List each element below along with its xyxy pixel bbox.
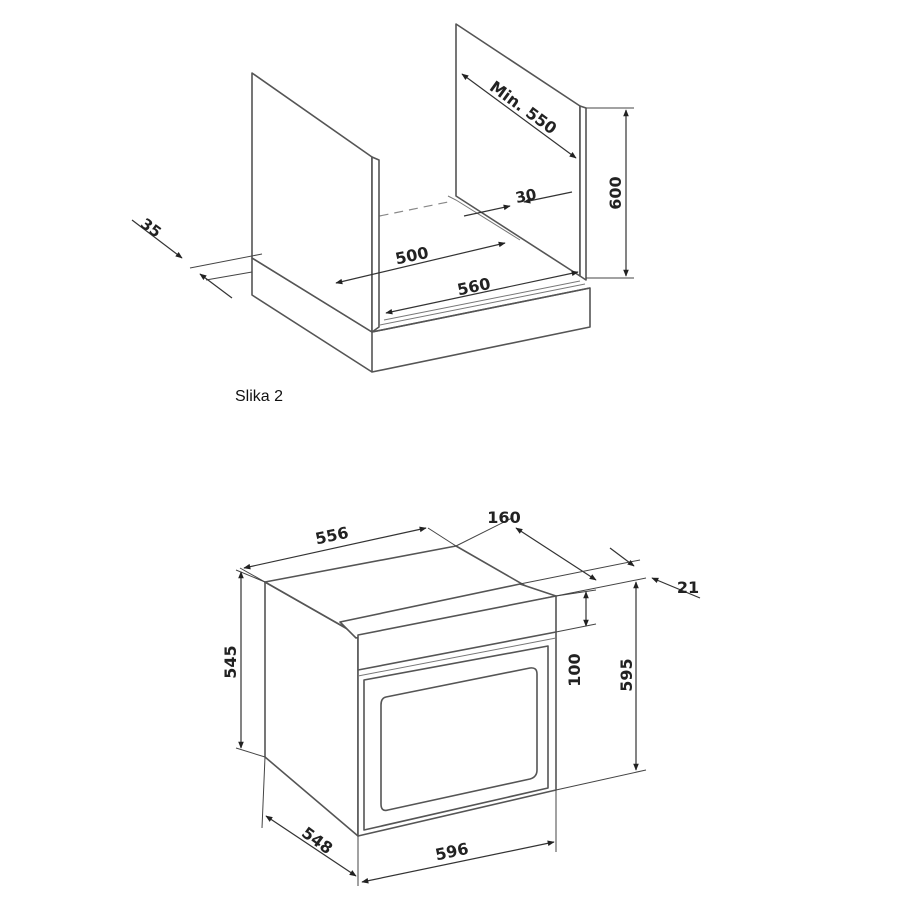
dim-body-height: 545 xyxy=(221,645,240,678)
ext-line-556-b xyxy=(427,527,457,547)
oven-control-panel-inner xyxy=(357,637,557,677)
ext-line-595-bottom xyxy=(555,769,647,791)
dim-gap-back: 30 xyxy=(514,185,538,207)
dim-line-gap-right xyxy=(523,191,573,204)
dim-control-height: 100 xyxy=(565,653,584,686)
oven-control-panel-edge xyxy=(357,631,557,671)
ext-line-35-a xyxy=(189,253,263,269)
dim-line-width-top xyxy=(243,526,427,570)
dim-depth-top: 160 xyxy=(487,508,520,527)
dim-line-offset-b xyxy=(199,273,233,299)
dim-width-top: 556 xyxy=(314,523,351,549)
dim-opening-width: 560 xyxy=(456,274,493,300)
ext-line-160-a xyxy=(455,517,513,547)
cabinet-back-strip xyxy=(447,195,521,241)
oven-window xyxy=(380,667,538,812)
dim-total-height: 595 xyxy=(617,658,636,691)
ext-line-548-a xyxy=(261,756,266,829)
ext-line-35-b xyxy=(205,271,253,281)
ext-line-545-top xyxy=(235,569,266,583)
dim-line-gap-left xyxy=(463,204,511,217)
figure-caption: Slika 2 xyxy=(235,388,283,405)
dim-inner-width: 500 xyxy=(394,243,431,269)
cabinet-drawing xyxy=(251,23,591,373)
ext-line-21-a xyxy=(519,559,641,585)
dim-line-panel-a xyxy=(609,547,635,567)
dim-height: 600 xyxy=(606,176,625,209)
dim-line-depth-top xyxy=(515,527,597,581)
ext-line-100-top xyxy=(555,589,597,597)
dim-depth: 548 xyxy=(298,823,336,858)
cabinet-left-panel xyxy=(251,72,373,333)
dim-line-offset-a xyxy=(131,219,183,259)
ext-line-100-bottom xyxy=(555,623,597,633)
cabinet-right-panel-edge xyxy=(579,105,587,281)
dim-line-inner-width xyxy=(335,241,506,285)
oven-drawing xyxy=(264,545,557,837)
dim-line-depth xyxy=(265,815,357,877)
cabinet-left-panel-edge xyxy=(371,156,380,333)
dim-line-panel-b xyxy=(651,577,701,599)
ext-line-21-b xyxy=(555,577,647,597)
ext-line-556-a xyxy=(239,567,266,583)
dim-line-depth-min xyxy=(461,73,577,159)
dim-line-width-front xyxy=(361,840,555,884)
ext-line-545-bottom xyxy=(235,747,266,758)
dim-panel-thickness: 21 xyxy=(677,578,699,597)
dim-offset: 35 xyxy=(137,215,164,242)
dim-line-opening-width xyxy=(385,270,579,315)
